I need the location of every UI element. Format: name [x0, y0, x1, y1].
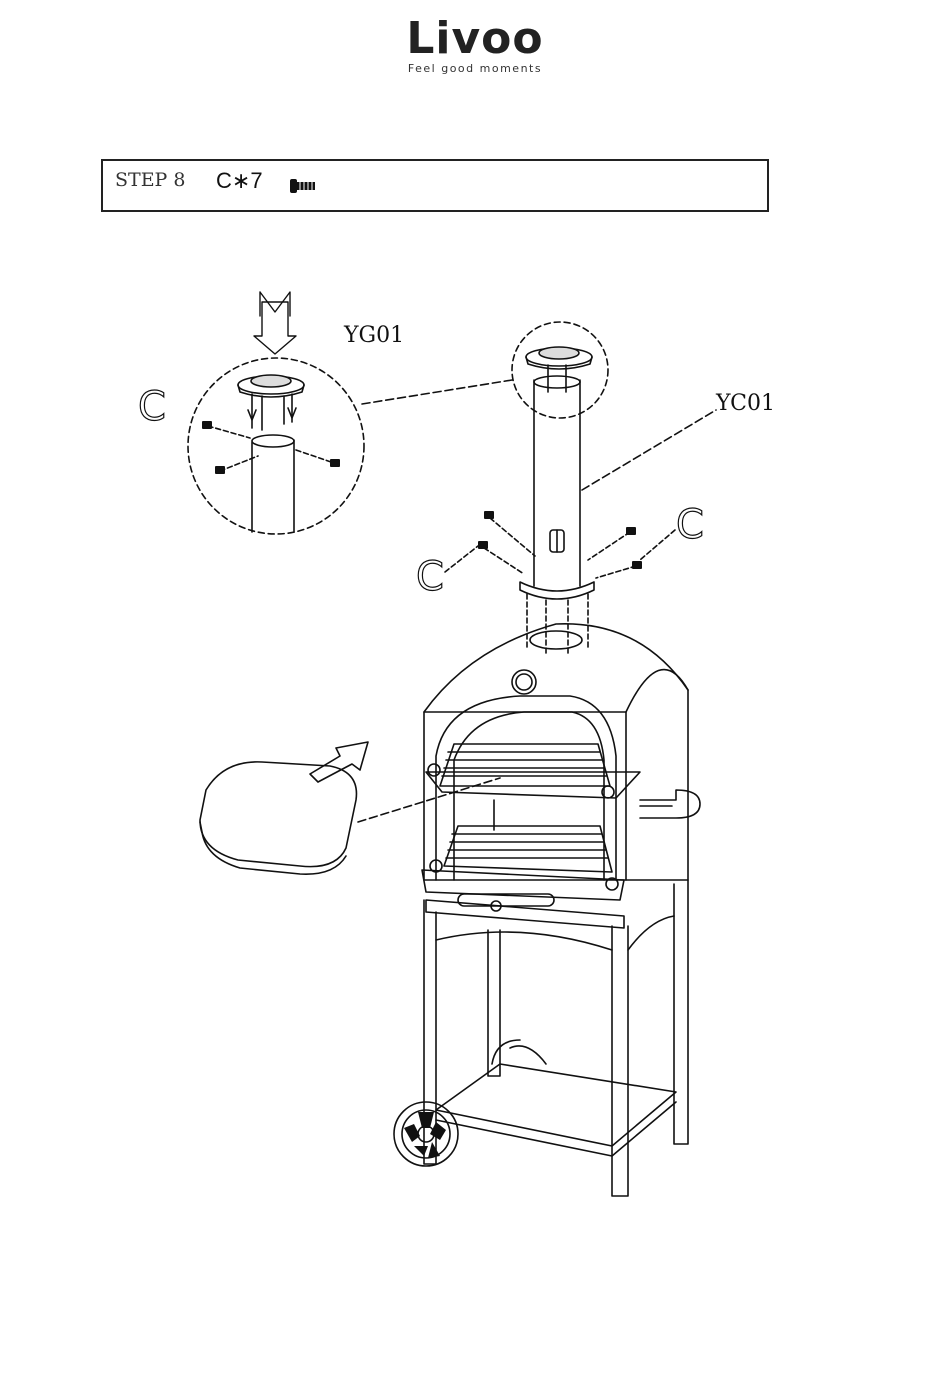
screw-callout-left: C [416, 554, 444, 600]
lower-rack [444, 826, 612, 872]
screw-callout-detail: C [138, 384, 166, 430]
upper-rack [440, 744, 610, 786]
part-label-cap: YG01 [343, 323, 404, 348]
detail-view [188, 358, 512, 534]
part-label-chimney: YC01 [715, 391, 775, 416]
screw-callout-right: C [676, 502, 704, 548]
